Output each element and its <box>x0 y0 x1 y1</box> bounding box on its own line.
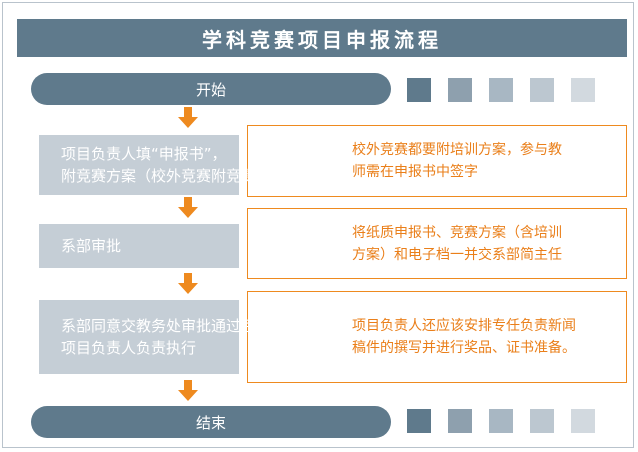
swatch-square <box>571 409 595 433</box>
note-1-line-2: 师需在申报书中签字 <box>352 164 478 180</box>
diagram-title: 学科竞赛项目申报流程 <box>17 19 627 57</box>
note-2-line-1: 将纸质申报书、竞赛方案（含培训 <box>352 224 562 241</box>
swatch-square <box>489 409 513 433</box>
note-3: 项目负责人还应该安排专任负责新闻 稿件的撰写并进行奖品、证书准备。 <box>247 291 627 383</box>
swatch-square <box>407 78 431 102</box>
down-arrow-icon <box>178 273 198 294</box>
swatch-square <box>571 78 595 102</box>
step-2-line-1: 系部审批 <box>61 237 122 255</box>
swatch-square <box>448 78 472 102</box>
note-1: 校外竞赛都要附培训方案，参与教 师需在申报书中签字 <box>247 125 627 197</box>
step-3-line-1: 系部同意交教务处审批通过后由 <box>61 317 272 335</box>
step-3-line-2: 项目负责人负责执行 <box>61 339 197 357</box>
note-1-line-1: 校外竞赛都要附培训方案，参与教 <box>352 142 562 158</box>
down-arrow-icon <box>178 197 198 218</box>
swatch-square <box>407 409 431 433</box>
note-2-line-2: 方案）和电子档一并交系部简主任 <box>352 246 562 263</box>
swatch-square <box>448 409 472 433</box>
note-3-line-2: 稿件的撰写并进行奖品、证书准备。 <box>352 340 576 356</box>
note-3-line-1: 项目负责人还应该安排专任负责新闻 <box>352 318 576 334</box>
diagram-frame: 学科竞赛项目申报流程 开始 校外竞赛都要附培训方案，参与教 师需在申报书中签字 … <box>2 2 634 448</box>
note-2: 将纸质申报书、竞赛方案（含培训 方案）和电子档一并交系部简主任 <box>247 208 627 279</box>
step-3-execution: 系部同意交教务处审批通过后由 项目负责人负责执行 <box>39 300 272 374</box>
swatch-square <box>530 78 554 102</box>
step-1-line-1: 项目负责人填“申报书”， <box>61 145 227 163</box>
down-arrow-icon <box>178 380 198 401</box>
swatch-square <box>530 409 554 433</box>
swatch-row-bottom <box>407 409 595 433</box>
down-arrow-icon <box>178 107 198 128</box>
swatch-row-top <box>407 78 595 102</box>
end-node: 结束 <box>31 406 391 438</box>
step-1-submit-application: 项目负责人填“申报书”， 附竞赛方案（校外竞赛附竞赛通知） <box>39 135 302 195</box>
start-node: 开始 <box>31 73 391 105</box>
step-2-department-approval: 系部审批 <box>39 224 239 268</box>
step-1-line-2: 附竞赛方案（校外竞赛附竞赛通知） <box>61 167 302 185</box>
swatch-square <box>489 78 513 102</box>
